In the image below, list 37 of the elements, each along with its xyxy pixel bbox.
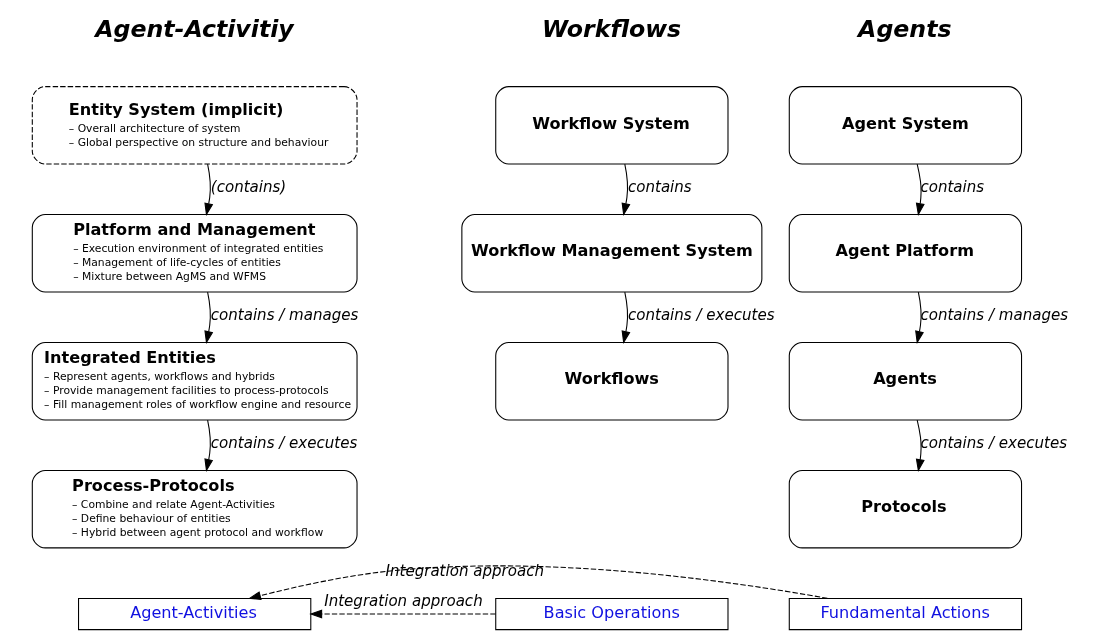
- edge-label: contains / manages: [210, 306, 359, 325]
- node-box: Process-Protocols – Combine and relate Agent-Activities – Define behaviour of entities – Hybrid between agent protocol and workflow: [31, 469, 358, 549]
- node-box: Workflow Management System: [461, 214, 763, 293]
- arrow: [204, 419, 214, 472]
- node-box: Workflows: [495, 341, 729, 421]
- edge-label: Integration approach: [385, 562, 544, 581]
- edge-label: Integration approach: [324, 591, 483, 610]
- arrow: [621, 163, 631, 216]
- arrow: [204, 163, 214, 216]
- edge-label: (contains): [210, 178, 287, 197]
- node-box: Basic Operations: [495, 597, 729, 631]
- arrow: [915, 291, 924, 344]
- edge-label: contains / executes: [627, 306, 775, 325]
- arrow: [915, 419, 925, 472]
- edge-label: contains / manages: [920, 306, 1069, 325]
- label: Agents: [858, 14, 952, 43]
- arrow: [248, 565, 828, 600]
- arrow: [915, 163, 925, 217]
- node-box: Protocols: [788, 469, 1023, 549]
- node-box: Agents: [788, 341, 1023, 421]
- edge-label: contains / executes: [920, 434, 1068, 453]
- node-box: Integrated Entities – Represent agents, workflows and hybrids – Provide management facilities to process-protocols – Fill management roles of workflow engine and resource: [31, 341, 358, 421]
- node-box: Agent-Activities: [78, 597, 312, 631]
- edge-label: contains / executes: [210, 434, 358, 453]
- arrow: [309, 609, 497, 619]
- label: Workflows: [541, 14, 682, 43]
- node-box: Agent Platform: [788, 214, 1023, 293]
- node-box: Entity System (implicit) – Overall architecture of system – Global perspective on structure and behaviour: [31, 86, 358, 165]
- edge-label: contains: [627, 178, 692, 197]
- node-box: Workflow System: [495, 86, 729, 165]
- arrow: [621, 291, 631, 344]
- edge-label: contains: [920, 178, 985, 197]
- node-box: Platform and Management – Execution environment of integrated entities – Management of life-cycles of entities – Mixture between AgMS and WFMS: [31, 214, 358, 293]
- label: Agent-Activitiy: [95, 14, 294, 43]
- arrow: [204, 291, 214, 344]
- node-box: Fundamental Actions: [788, 597, 1023, 631]
- node-box: Agent System: [788, 86, 1023, 165]
